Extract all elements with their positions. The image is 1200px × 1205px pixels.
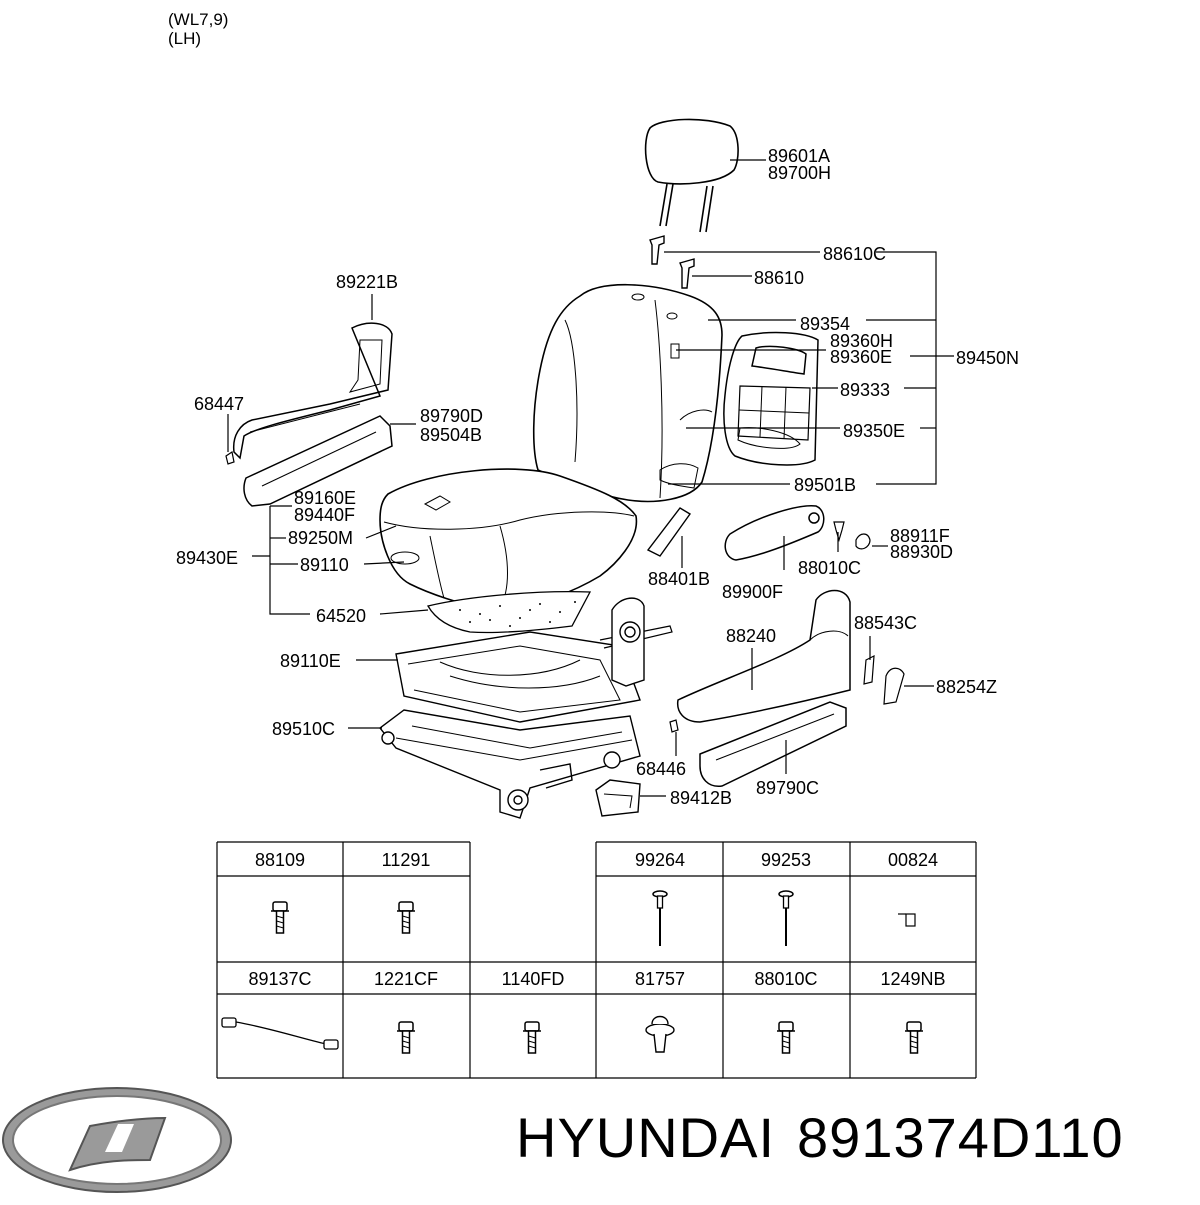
cover-89412b [595, 779, 641, 817]
callout-c22: 89110E [280, 651, 341, 671]
callout-c26: 88010C [798, 558, 861, 578]
headrest [644, 118, 739, 233]
callout-c21: 64520 [316, 606, 366, 626]
armrest-bolt [833, 521, 845, 543]
seat-pad [427, 590, 592, 634]
clip-68446 [669, 719, 679, 733]
armrest [724, 505, 825, 561]
push-clip-icon [645, 1015, 675, 1053]
bolt-icon [776, 1021, 796, 1054]
callout-c9: 89333 [840, 380, 890, 400]
callout-c33: 89790C [756, 778, 819, 798]
callout-c32: 68446 [636, 759, 686, 779]
bolt-icon [904, 1021, 924, 1054]
table-code: 1249NB [880, 969, 945, 989]
callout-c5: 89354 [800, 314, 850, 334]
outer-side-cover [243, 415, 393, 507]
seat-cushion [379, 468, 638, 611]
table-code: 1140FD [502, 969, 565, 989]
seat-frame [395, 597, 673, 723]
callout-c2: 89700H [768, 163, 831, 183]
callout-c1: 89601A [768, 146, 830, 166]
callout-c16: 89160E [294, 488, 356, 508]
callout-c31: 88254Z [936, 677, 997, 697]
callout-c24: 88401B [648, 569, 710, 589]
table-code: 00824 [888, 850, 938, 870]
callout-c13: 68447 [194, 394, 244, 414]
callout-c19: 89430E [176, 548, 238, 568]
armrest-cap [855, 533, 871, 550]
parts-table-codes: 88109 11291 99264 99253 00824 89137C 1221CF 114… [248, 850, 945, 989]
table-code: 99264 [635, 850, 685, 870]
wire-icon [221, 1017, 339, 1050]
bolt-icon [396, 901, 416, 934]
callout-c34: 89412B [670, 788, 732, 808]
seat-side: (LH) [168, 29, 202, 48]
cover-88254z [883, 667, 905, 705]
callout-c8: 89450N [956, 348, 1019, 368]
rivet-icon [778, 890, 794, 947]
part-title: HYUNDAI 891374D110 [516, 1106, 1146, 1170]
bolt-icon [522, 1021, 542, 1054]
trim-88543c [863, 654, 875, 685]
leader-lines [227, 159, 954, 797]
callout-c17: 89440F [294, 505, 355, 525]
callout-c27: 88911F [890, 526, 950, 546]
table-code: 88010C [754, 969, 817, 989]
callout-c15: 89504B [420, 425, 482, 445]
callout-c29: 88240 [726, 626, 776, 646]
outer-shield-lower [699, 701, 847, 787]
seat-back [532, 283, 723, 503]
table-icons [221, 890, 924, 1054]
callout-c12: 89221B [336, 272, 398, 292]
brand-name: HYUNDAI [516, 1106, 776, 1169]
seat-back-panel [723, 331, 819, 466]
clip-68447 [225, 451, 235, 465]
callout-c30: 88543C [854, 613, 917, 633]
outer-shield [676, 589, 851, 723]
table-code: 88109 [255, 850, 305, 870]
callout-c18: 89250M [288, 528, 353, 548]
callout-c23: 89510C [272, 719, 335, 739]
callout-c20: 89110 [300, 555, 349, 575]
callout-c6: 89360H [830, 331, 893, 351]
callout-c11: 89501B [794, 475, 856, 495]
callout-c14: 89790D [420, 406, 483, 426]
model-code: (WL7,9) [168, 10, 229, 29]
screw-icon [396, 1021, 416, 1054]
callout-c3: 88610C [823, 244, 886, 264]
inner-side-cover [232, 322, 393, 460]
parts-table [216, 841, 977, 1079]
table-code: 1221CF [374, 969, 438, 989]
callout-c25: 89900F [722, 582, 783, 602]
table-code: 89137C [248, 969, 311, 989]
callout-c7: 89360E [830, 347, 892, 367]
table-code: 81757 [635, 969, 685, 989]
part-number: 891374D110 [797, 1106, 1124, 1169]
bolt-icon [270, 901, 290, 934]
callout-c10: 89350E [843, 421, 905, 441]
seat-track [379, 709, 641, 819]
headrest-guides [649, 235, 695, 289]
table-code: 11291 [382, 850, 431, 870]
clip-icon [898, 913, 916, 927]
callout-c4: 88610 [754, 268, 804, 288]
hyundai-logo [2, 1087, 232, 1193]
table-code: 99253 [761, 850, 811, 870]
rivet-icon [652, 890, 668, 947]
callout-c28: 88930D [890, 542, 953, 562]
strap-88401b [646, 507, 692, 557]
